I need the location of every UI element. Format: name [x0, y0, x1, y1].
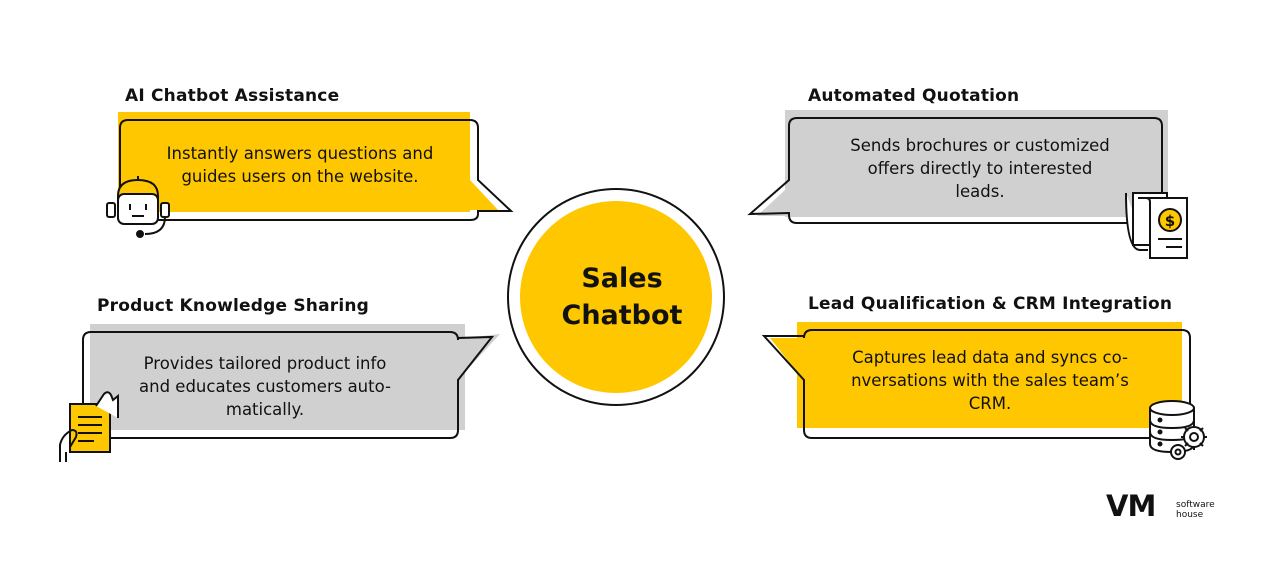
card-automated-quotation-title: Automated Quotation: [808, 86, 1020, 106]
card-lead-qualification-fill: [770, 322, 1182, 428]
logo-sub-line-2: house: [1176, 510, 1204, 520]
card-lead-qualification-line-2: nversations with the sales team’s: [851, 371, 1129, 390]
card-lead-qualification-line-1: Captures lead data and syncs co-: [852, 348, 1128, 367]
center-node: [507, 188, 725, 406]
logo-subtitle: software house: [1176, 500, 1215, 520]
card-ai-chatbot-title: AI Chatbot Assistance: [125, 86, 340, 106]
card-automated-quotation-outline: [747, 117, 1163, 224]
card-lead-qualification-line-3: CRM.: [968, 394, 1012, 413]
card-product-knowledge-fill: [90, 324, 500, 430]
card-lead-qualification-outline: [761, 329, 1191, 439]
card-product-knowledge-line-1: Provides tailored product info: [143, 354, 387, 373]
card-ai-chatbot-line-1: Instantly answers questions and: [166, 144, 434, 163]
card-automated-quotation-desc: Sends brochures or customized offers dir…: [820, 134, 1140, 203]
card-product-knowledge-title: Product Knowledge Sharing: [97, 296, 370, 316]
card-ai-chatbot: [118, 112, 514, 221]
card-automated-quotation-line-3: leads.: [955, 182, 1005, 201]
card-lead-qualification-desc: Captures lead data and syncs co- nversat…: [820, 346, 1160, 415]
card-automated-quotation-line-2: offers directly to interested: [867, 159, 1093, 178]
card-lead-qualification-title: Lead Qualification & CRM Integration: [808, 294, 1173, 314]
card-automated-quotation-fill: [757, 110, 1168, 217]
card-product-knowledge-line-2: and educates customers auto-: [139, 377, 391, 396]
svg-text:$: $: [1165, 212, 1175, 230]
card-product-knowledge-desc: Provides tailored product info and educa…: [110, 352, 420, 421]
database-gears-icon: [1149, 400, 1207, 460]
card-ai-chatbot-line-2: guides users on the website.: [181, 167, 419, 186]
center-title: Sales Chatbot: [520, 260, 724, 334]
card-automated-quotation-line-1: Sends brochures or customized: [850, 136, 1110, 155]
card-product-knowledge: [82, 324, 500, 439]
logo-mark: VM: [1106, 489, 1156, 523]
logo-sub-line-1: software: [1176, 500, 1215, 510]
card-ai-chatbot-fill: [118, 112, 498, 212]
vm-logo: VM software house: [1106, 490, 1226, 524]
card-ai-chatbot-outline: [119, 119, 514, 221]
center-title-line-2: Chatbot: [561, 300, 683, 331]
hand-document-icon: [59, 391, 119, 462]
dollar-document-icon: $: [1125, 192, 1188, 259]
card-lead-qualification: [761, 322, 1191, 439]
card-ai-chatbot-desc: Instantly answers questions and guides u…: [140, 142, 460, 188]
robot-headset-icon: [106, 176, 170, 238]
card-automated-quotation: [747, 110, 1168, 224]
center-title-line-1: Sales: [581, 263, 663, 294]
card-product-knowledge-line-3: matically.: [225, 400, 305, 419]
card-product-knowledge-outline: [82, 331, 495, 439]
center-inner-circle: [520, 201, 712, 393]
